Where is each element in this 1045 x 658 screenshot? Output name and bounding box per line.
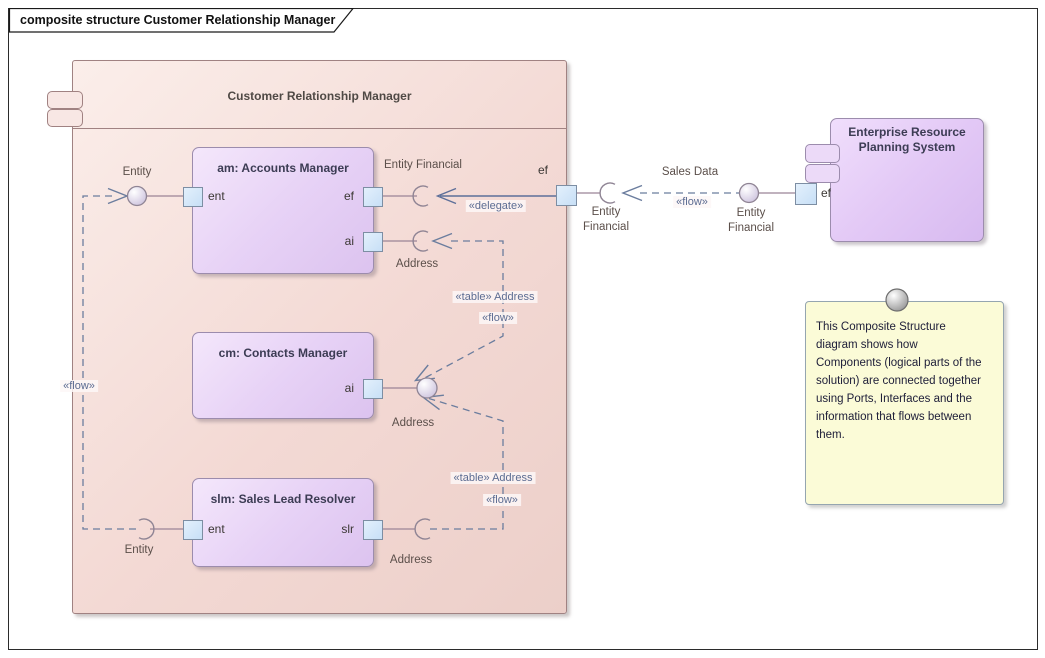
open-arrowhead-icon xyxy=(621,184,643,202)
diagram-tab-shape xyxy=(8,7,355,33)
erp-title: Enterprise Resource Planning System xyxy=(831,119,983,155)
component-icon xyxy=(805,164,840,183)
port-am-ent[interactable] xyxy=(183,187,203,207)
interface-label-entity-financial-boundary-2: Financial xyxy=(582,221,630,233)
stereotype-flow-left: «flow» xyxy=(60,380,98,392)
interface-label-address-cm: Address xyxy=(391,417,435,429)
open-arrowhead-icon xyxy=(431,232,453,250)
note-text: This Composite Structure diagram shows h… xyxy=(816,318,996,444)
interface-label-entity-financial-erp-1: Entity xyxy=(736,207,766,219)
note-line: information that flows between xyxy=(816,411,972,423)
socket-icon-entity-slm[interactable] xyxy=(138,518,155,540)
port-slm-ent[interactable] xyxy=(183,520,203,540)
stereotype-delegate: «delegate» xyxy=(465,200,527,212)
interface-label-entity-slm: Entity xyxy=(124,544,154,556)
note-line: Components (logical parts of the xyxy=(816,357,982,369)
component-erp-system[interactable]: Enterprise Resource Planning System xyxy=(830,118,984,242)
note-pin-icon xyxy=(885,288,909,312)
interface-label-entity-financial-boundary-1: Entity xyxy=(591,206,621,218)
note[interactable]: This Composite Structure diagram shows h… xyxy=(805,301,1004,505)
stereotype-flow-lower: «flow» xyxy=(483,494,521,506)
interface-label-entity-am: Entity xyxy=(122,166,152,178)
delegate-connector[interactable] xyxy=(435,187,557,205)
interface-links[interactable] xyxy=(146,192,796,530)
part-sales-lead-resolver-title: slm: Sales Lead Resolver xyxy=(210,492,356,506)
ball-icon-entity-am[interactable] xyxy=(126,185,148,207)
ball-icon-address-cm[interactable] xyxy=(416,377,438,399)
component-icon xyxy=(47,109,83,127)
port-label-am-ef: ef xyxy=(343,189,354,203)
port-label-crm-boundary-ef: ef xyxy=(538,163,549,177)
port-am-ai[interactable] xyxy=(363,232,383,252)
part-contacts-manager[interactable]: cm: Contacts Manager xyxy=(192,332,374,419)
interface-label-entity-financial-erp-2: Financial xyxy=(727,222,775,234)
note-line: using Ports, Interfaces and the xyxy=(816,393,972,405)
note-line: This Composite Structure xyxy=(816,321,946,333)
port-cm-ai[interactable] xyxy=(363,379,383,399)
erp-title-line1: Enterprise Resource xyxy=(848,125,966,139)
stereotype-flow-upper: «flow» xyxy=(479,312,517,324)
stereotype-flow-sales: «flow» xyxy=(673,196,711,208)
port-am-ef[interactable] xyxy=(363,187,383,207)
ball-icon-entity-financial-erp[interactable] xyxy=(738,182,760,204)
crm-header: Customer Relationship Manager xyxy=(73,61,566,129)
part-accounts-manager-title: am: Accounts Manager xyxy=(217,161,349,175)
component-icon xyxy=(805,144,840,163)
flow-label-sales-data: Sales Data xyxy=(661,166,719,178)
part-contacts-manager-title: cm: Contacts Manager xyxy=(218,346,348,360)
stereotype-table-address-upper: «table» Address xyxy=(452,291,538,303)
interface-label-entity-financial-am: Entity Financial xyxy=(384,159,462,171)
diagram-tab xyxy=(8,7,355,39)
component-icon xyxy=(47,91,83,109)
note-line: solution) are connected together xyxy=(816,375,981,387)
interface-label-address-am: Address xyxy=(395,258,439,270)
socket-icon-address-am[interactable] xyxy=(412,230,429,252)
port-slm-slr[interactable] xyxy=(363,520,383,540)
port-label-erp-ef: ef xyxy=(821,186,832,200)
interface-label-address-slm: Address xyxy=(389,554,433,566)
port-label-slm-slr: slr xyxy=(341,522,354,536)
socket-icon-address-slm[interactable] xyxy=(414,518,431,540)
flow-entity-left[interactable] xyxy=(82,195,136,530)
note-line: diagram shows how xyxy=(816,339,918,351)
note-line: them. xyxy=(816,429,845,441)
diagram-tab-title: composite structure Customer Relationshi… xyxy=(20,13,336,27)
diagram-frame xyxy=(8,8,1038,650)
stereotype-table-address-lower: «table» Address xyxy=(450,472,536,484)
port-label-cm-ai: ai xyxy=(344,381,354,395)
port-crm-boundary-ef[interactable] xyxy=(556,185,577,206)
port-erp-ef[interactable] xyxy=(795,183,817,205)
crm-title: Customer Relationship Manager xyxy=(227,88,412,103)
part-accounts-manager[interactable]: am: Accounts Manager xyxy=(192,147,374,274)
socket-icon-entity-financial-boundary[interactable] xyxy=(599,182,616,204)
port-label-slm-ent: ent xyxy=(208,522,225,536)
open-arrowhead-icon xyxy=(435,187,457,205)
erp-title-line2: Planning System xyxy=(858,140,956,154)
socket-icon-entity-financial-am[interactable] xyxy=(412,185,429,207)
port-label-am-ai: ai xyxy=(344,234,354,248)
flow-table-address-upper[interactable] xyxy=(419,240,504,382)
port-label-am-ent: ent xyxy=(208,189,225,203)
